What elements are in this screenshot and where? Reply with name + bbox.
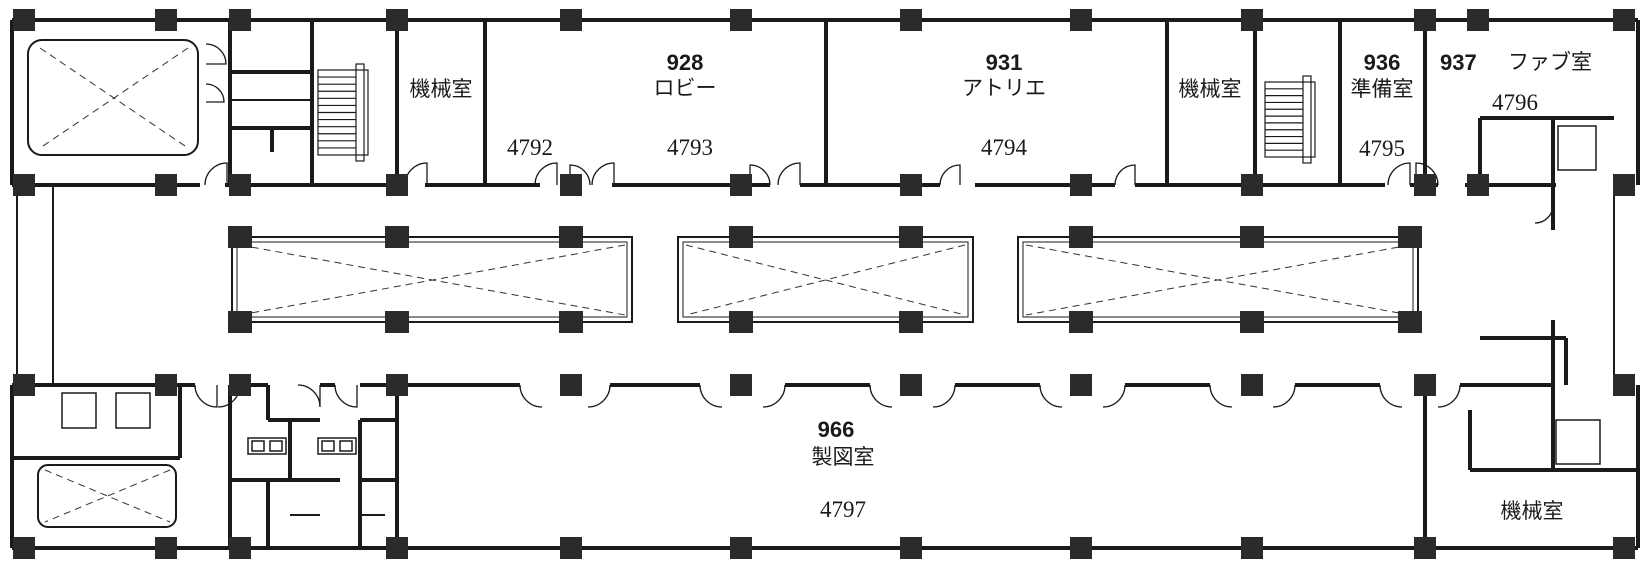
- column: [1414, 9, 1436, 31]
- column: [386, 374, 408, 396]
- door-swings: [194, 43, 1554, 408]
- column: [229, 537, 251, 559]
- column: [229, 9, 251, 31]
- column: [1414, 537, 1436, 559]
- column: [386, 9, 408, 31]
- room-966-number: 966: [818, 417, 855, 442]
- column: [900, 9, 922, 31]
- column: [1613, 174, 1635, 196]
- column: [560, 374, 582, 396]
- room-931-code: 4794: [981, 135, 1028, 160]
- column: [1241, 9, 1263, 31]
- room-936-name: 準備室: [1351, 77, 1414, 101]
- room-code-4792: 4792: [507, 135, 553, 160]
- atrium-column: [228, 311, 252, 333]
- sink-east: [317, 437, 357, 455]
- atrium-column: [1069, 226, 1093, 248]
- column: [560, 537, 582, 559]
- structural-columns: [13, 9, 1635, 559]
- room-936-code: 4795: [1359, 136, 1405, 161]
- room-931-number: 931: [986, 50, 1023, 75]
- column: [1467, 9, 1489, 31]
- column: [730, 537, 752, 559]
- column: [730, 174, 752, 196]
- room-mech-b-name: 機械室: [1179, 77, 1242, 101]
- column: [1241, 537, 1263, 559]
- column: [1414, 374, 1436, 396]
- void-ne-nw: [27, 39, 199, 156]
- atrium-column: [559, 311, 583, 333]
- room-labels: 機械室 928 ロビー 4793 4792 931 アトリエ 4794 機械室 …: [410, 50, 1593, 523]
- column: [1613, 9, 1635, 31]
- atrium-column: [385, 311, 409, 333]
- atrium-column: [899, 311, 923, 333]
- void-atrium-2: [677, 236, 974, 323]
- stair-west: [317, 63, 369, 162]
- column: [155, 374, 177, 396]
- column: [155, 9, 177, 31]
- atrium-column: [385, 226, 409, 248]
- column: [1613, 374, 1635, 396]
- column: [560, 174, 582, 196]
- column: [900, 174, 922, 196]
- column: [1241, 374, 1263, 396]
- room-928-name: ロビー: [654, 76, 717, 100]
- column: [1070, 174, 1092, 196]
- room-937-number: 937: [1440, 50, 1477, 75]
- column: [13, 9, 35, 31]
- south-partitions: [12, 320, 1638, 548]
- room-937-name: ファブ室: [1508, 50, 1592, 74]
- column: [229, 374, 251, 396]
- room-966-name: 製図室: [812, 445, 875, 469]
- room-936-number: 936: [1364, 50, 1401, 75]
- column: [1070, 537, 1092, 559]
- column: [13, 374, 35, 396]
- column: [1070, 374, 1092, 396]
- column: [730, 9, 752, 31]
- column: [13, 174, 35, 196]
- column: [730, 374, 752, 396]
- atrium-column: [228, 226, 252, 248]
- atrium-column: [729, 311, 753, 333]
- column: [1070, 9, 1092, 31]
- column: [155, 537, 177, 559]
- atrium-column: [1398, 311, 1422, 333]
- room-928-code: 4793: [667, 135, 713, 160]
- atrium-column: [1240, 226, 1264, 248]
- atrium-column: [1398, 226, 1422, 248]
- void-atrium-3: [1017, 236, 1419, 323]
- room-931-name: アトリエ: [962, 76, 1046, 100]
- column: [900, 537, 922, 559]
- column: [1414, 174, 1436, 196]
- sink-west: [247, 437, 287, 455]
- room-966-code: 4797: [820, 497, 866, 522]
- column: [900, 374, 922, 396]
- fixtures: [61, 125, 1601, 465]
- room-937-code: 4796: [1492, 90, 1538, 115]
- room-mech-a-name: 機械室: [410, 77, 473, 101]
- column: [1467, 174, 1489, 196]
- void-atrium-1: [231, 236, 633, 323]
- column: [386, 174, 408, 196]
- atrium-column: [1240, 311, 1264, 333]
- atrium-column: [559, 226, 583, 248]
- room-928-number: 928: [667, 50, 704, 75]
- column: [386, 537, 408, 559]
- atrium-column: [899, 226, 923, 248]
- stair-east: [1264, 75, 1316, 164]
- room-mech-c-name: 機械室: [1501, 499, 1564, 523]
- column: [1241, 174, 1263, 196]
- column: [13, 537, 35, 559]
- column: [155, 174, 177, 196]
- column: [1613, 537, 1635, 559]
- atrium-column: [1069, 311, 1093, 333]
- atrium-column: [729, 226, 753, 248]
- void-sw: [37, 464, 177, 528]
- column: [560, 9, 582, 31]
- column: [229, 174, 251, 196]
